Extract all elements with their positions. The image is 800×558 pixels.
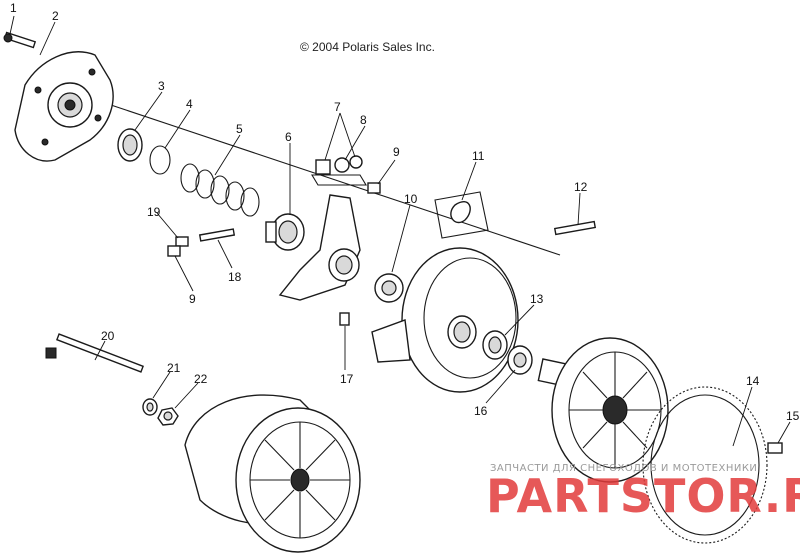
long-bolt-part	[45, 333, 144, 373]
watermark-tagline: ЗАПЧАСТИ ДЛЯ СНЕГОХОДОВ И МОТОТЕХНИКИ	[490, 463, 757, 474]
pin-part-18	[167, 228, 236, 257]
callout-11: 11	[472, 149, 485, 163]
washer-part-21	[142, 398, 158, 416]
callout-10: 10	[404, 192, 418, 206]
pin-part	[553, 220, 597, 236]
washer-part	[374, 273, 404, 303]
copyright-text: © 2004 Polaris Sales Inc.	[300, 40, 435, 54]
bolt-part-17	[339, 312, 350, 326]
callout-6: 6	[285, 130, 292, 144]
callout-19: 19	[147, 205, 161, 219]
ring-gear-part	[642, 386, 768, 544]
callout-20: 20	[101, 329, 115, 343]
washer-part-16	[507, 345, 533, 375]
fixed-sheave-part	[537, 337, 669, 483]
callout-5: 5	[236, 122, 243, 136]
bolt-part	[3, 31, 37, 49]
bolt-part-15	[767, 442, 783, 454]
callout-labels: 1 2 3 4 5 6 7 8 9 10 11 12 13 14 15 16 1…	[10, 1, 800, 423]
leader-lines	[9, 15, 791, 447]
callout-2: 2	[52, 9, 59, 23]
assembled-clutch-part	[184, 394, 361, 553]
callout-22: 22	[194, 372, 208, 386]
nut-part	[157, 407, 179, 426]
callout-18: 18	[228, 270, 242, 284]
callout-21: 21	[167, 361, 181, 375]
callout-9-top: 9	[393, 145, 400, 159]
rollers-part	[311, 155, 367, 186]
cover-plate-part	[14, 51, 114, 162]
bushing-part	[117, 128, 143, 162]
callout-16: 16	[474, 404, 488, 418]
callout-3: 3	[158, 79, 165, 93]
callout-12: 12	[574, 180, 588, 194]
callout-9-left: 9	[189, 292, 196, 306]
spider-part	[265, 213, 305, 251]
arm-bracket-part	[278, 194, 361, 301]
watermark-logo: PARTSTOR.RU	[486, 469, 800, 523]
callout-4: 4	[186, 97, 193, 111]
callout-15: 15	[786, 409, 800, 423]
callout-8: 8	[360, 113, 367, 127]
spring-part	[180, 163, 260, 217]
clip-part	[434, 191, 489, 239]
snap-ring-part	[149, 145, 171, 175]
callout-13: 13	[530, 292, 544, 306]
callout-14: 14	[746, 374, 760, 388]
pin-part-top	[367, 182, 381, 194]
moveable-sheave-part	[371, 247, 519, 393]
assembly-axis	[59, 87, 561, 256]
callout-7: 7	[334, 100, 341, 114]
callout-17: 17	[340, 372, 354, 386]
bushing-part-13	[482, 330, 508, 360]
callout-1: 1	[10, 1, 17, 15]
